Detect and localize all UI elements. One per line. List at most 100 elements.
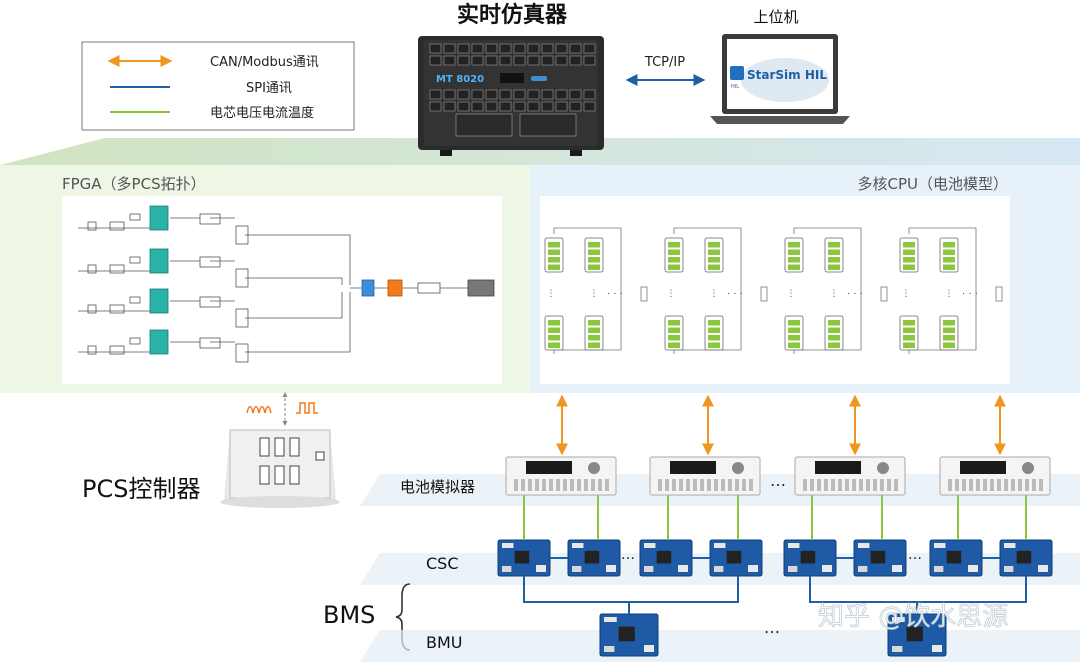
csc-board (709, 539, 763, 577)
simulator-port (569, 43, 582, 54)
battery-bar (668, 257, 680, 263)
battery-bar (943, 242, 955, 248)
battery-bar (943, 320, 955, 326)
simulator-port (527, 89, 540, 100)
cell-ellipsis: ⋮ (667, 289, 676, 299)
simulator-port (583, 101, 596, 112)
battery-bar (828, 320, 840, 326)
simulator-port (513, 89, 526, 100)
battery-bar (943, 257, 955, 263)
battery-bar (668, 320, 680, 326)
simulator-port (471, 43, 484, 54)
fpga-panel: FPGA（多PCS拓扑） (62, 175, 502, 384)
csc-board (497, 539, 551, 577)
host-label: 上位机 (753, 8, 798, 26)
simulator-port (499, 101, 512, 112)
bmu-boards (599, 613, 947, 657)
battery-bar (943, 342, 955, 348)
battery-bar (548, 320, 560, 326)
battery-wire (908, 227, 977, 354)
battery-bar (708, 320, 720, 326)
group-ellipsis: · · · (962, 289, 978, 300)
chip-icon (800, 550, 816, 564)
battery-bar (788, 327, 800, 333)
simulator-port (471, 89, 484, 100)
battery-bar (708, 249, 720, 255)
host-software: StarSim HIL (747, 68, 827, 82)
simulator-knob (588, 462, 600, 474)
battery-bar (668, 242, 680, 248)
battery-bar (668, 327, 680, 333)
cpu-panel: 多核CPU（电池模型） ⋮⋮· · ·⋮⋮· · ·⋮⋮· · ·⋮⋮· · · (540, 175, 1010, 384)
pcs-controller: PCS控制器 (82, 392, 340, 508)
simulator-port (485, 55, 498, 66)
csc-boards (497, 539, 1053, 577)
battery-bar (548, 242, 560, 248)
watermark: 知乎 @饮水思源 (818, 602, 1008, 632)
battery-bar (943, 264, 955, 270)
battery-bar (943, 249, 955, 255)
battery-model-group: ⋮⋮· · · (784, 227, 888, 354)
simulator-port (583, 43, 596, 54)
simulator-display (960, 461, 1006, 474)
battery-bar (548, 264, 560, 270)
legend-label: CAN/Modbus通讯 (210, 55, 319, 70)
simulator-port (513, 101, 526, 112)
host-software-sub: HIL (731, 84, 739, 90)
battery-bar (903, 327, 915, 333)
simulator-port (513, 43, 526, 54)
battery-bar (588, 257, 600, 263)
battery-bar (788, 249, 800, 255)
switch-icon (640, 286, 648, 302)
simulator-title: 实时仿真器 (457, 2, 568, 28)
simulator-port (485, 43, 498, 54)
battery-bar (668, 264, 680, 270)
legend-item-cell: 电芯电压电流温度 (110, 105, 314, 121)
csc-board (567, 539, 621, 577)
battery-wire (673, 227, 742, 354)
battery-simulator (505, 456, 617, 496)
simulator-port (583, 89, 596, 100)
battery-bar (708, 242, 720, 248)
simulator-port (457, 101, 470, 112)
battery-simulator-label: 电池模拟器 (400, 478, 475, 496)
simulator-port (555, 89, 568, 100)
simulator-port (513, 55, 526, 66)
battery-bar (588, 327, 600, 333)
fpga-panel-title: FPGA（多PCS拓扑） (62, 175, 206, 193)
chip-icon (1016, 550, 1032, 564)
switch-icon (880, 286, 888, 302)
csc-board (639, 539, 693, 577)
simulator-port (485, 101, 498, 112)
battery-bar (943, 327, 955, 333)
legend-item-spi: SPI通讯 (110, 81, 292, 96)
simulator-connector (519, 113, 577, 137)
pcs-branch-4 (78, 292, 351, 363)
battery-bar (788, 320, 800, 326)
cell-ellipsis: ⋮ (787, 289, 796, 299)
switch-icon (995, 286, 1003, 302)
simulator-port (443, 43, 456, 54)
battery-bar (788, 242, 800, 248)
battery-bar (788, 264, 800, 270)
battery-bar (903, 242, 915, 248)
battery-bar (828, 257, 840, 263)
battery-bar (903, 342, 915, 348)
battery-bar (548, 257, 560, 263)
csc-board (853, 539, 907, 577)
chip-icon (906, 626, 923, 642)
battery-bar (828, 264, 840, 270)
battery-bar (903, 264, 915, 270)
csc-label: CSC (426, 554, 459, 573)
simulator-port (443, 55, 456, 66)
battery-simulator (794, 456, 906, 496)
simulator-port (443, 89, 456, 100)
simulator-port (555, 55, 568, 66)
battery-simulator-ellipsis: … (770, 471, 786, 490)
simulator-port (583, 55, 596, 66)
legend-item-can: CAN/Modbus通讯 (107, 55, 319, 70)
simulator-port (527, 55, 540, 66)
simulator-port (499, 55, 512, 66)
simulator-knob (732, 462, 744, 474)
